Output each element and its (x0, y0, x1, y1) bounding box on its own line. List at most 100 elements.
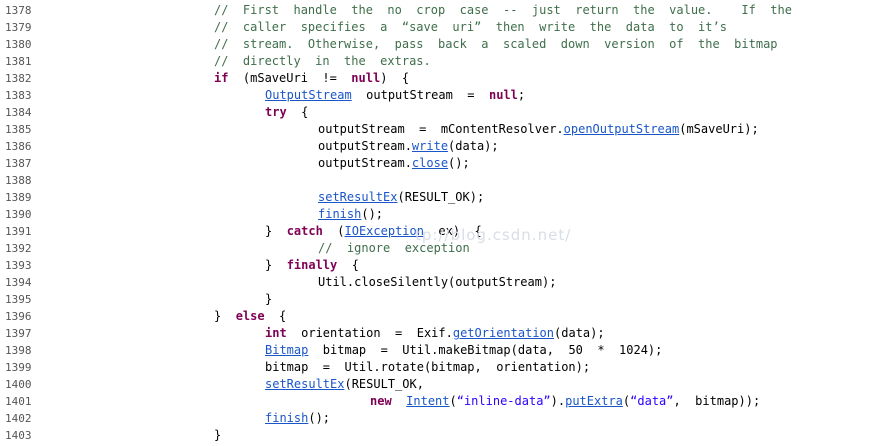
api-link[interactable]: finish (318, 207, 362, 221)
line-number: 1379 (5, 21, 32, 34)
line-number: 1385 (5, 123, 32, 136)
code-line: 1395} (0, 291, 893, 308)
code-line: 1389 setResultEx(RESULT_OK); (0, 189, 893, 206)
code-token: (); (308, 411, 331, 425)
line-number: 1388 (5, 174, 32, 187)
api-link[interactable]: write (411, 139, 449, 153)
api-link[interactable]: Bitmap (265, 343, 309, 357)
code-line: 1391} catch (IOException ex) { (0, 223, 893, 240)
code-token: ( (449, 394, 457, 408)
code-token: ; (517, 88, 526, 102)
line-number: 1391 (5, 225, 32, 238)
api-link[interactable]: OutputStream (265, 88, 352, 102)
api-link[interactable]: finish (265, 411, 309, 425)
code-token: ex) { (423, 224, 482, 238)
api-link[interactable]: getOrientation (452, 326, 555, 340)
api-link[interactable]: openOutputStream (563, 122, 680, 136)
line-number: 1403 (5, 429, 32, 442)
code-token: (); (448, 156, 470, 170)
code-line: 1390 finish(); (0, 206, 893, 223)
string-token: “data” (630, 394, 674, 408)
code-text: bitmap = Util.rotate(bitmap, orientation… (265, 359, 590, 376)
keyword-token: null (351, 71, 381, 85)
code-token: orientation = Exif. (286, 326, 453, 340)
api-link[interactable]: putExtra (565, 394, 623, 408)
code-token: , bitmap)); (673, 394, 761, 408)
api-link[interactable]: IOException (344, 224, 424, 238)
line-number: 1395 (5, 293, 32, 306)
line-number: 1382 (5, 72, 32, 85)
line-number: 1387 (5, 157, 32, 170)
code-line: 1396} else { (0, 308, 893, 325)
code-token: Util.closeSilently(outputStream); (318, 275, 557, 289)
code-line: 1380 // stream. Otherwise, pass back a sc… (0, 36, 893, 53)
code-text: if (mSaveUri != null) { (214, 70, 409, 87)
api-link[interactable]: setResultEx (318, 190, 398, 204)
code-text: Bitmap bitmap = Util.makeBitmap(data, 50… (265, 342, 662, 359)
code-line: 1392 // ignore exception (0, 240, 893, 257)
line-number: 1399 (5, 361, 32, 374)
code-text: outputStream = mContentResolver.openOutp… (318, 121, 759, 138)
keyword-token: catch (286, 224, 323, 238)
watermark: tp://blog.csdn.net/ (415, 226, 572, 244)
code-text: outputStream.write(data); (318, 138, 499, 155)
line-number: 1397 (5, 327, 32, 340)
line-number: 1383 (5, 89, 32, 102)
code-line: 1399 bitmap = Util.rotate(bitmap, orienta… (0, 359, 893, 376)
line-number: 1378 (5, 4, 32, 17)
keyword-token: finally (286, 258, 338, 272)
code-token: { (337, 258, 359, 272)
code-text: // stream. Otherwise, pass back a scaled… (214, 36, 778, 53)
code-token: ) { (380, 71, 410, 85)
line-number: 1390 (5, 208, 32, 221)
api-link[interactable]: Intent (406, 394, 450, 408)
code-token: outputStream = (351, 88, 489, 102)
line-number: 1381 (5, 55, 32, 68)
keyword-token: else (235, 309, 265, 323)
code-token: } (265, 258, 287, 272)
code-token: ( (622, 394, 631, 408)
code-line: 1385 outputStream = mContentResolver.open… (0, 121, 893, 138)
code-token: bitmap = Util.makeBitmap(data, 50 * 1024… (308, 343, 663, 357)
code-line: 1379 // caller specifies a “save uri” the… (0, 19, 893, 36)
code-line: 1403} (0, 427, 893, 444)
code-text: // ignore exception (318, 240, 470, 257)
line-number: 1384 (5, 106, 32, 119)
code-text: setResultEx(RESULT_OK, (265, 376, 424, 393)
line-number: 1389 (5, 191, 32, 204)
keyword-token: if (214, 71, 229, 85)
line-number: 1402 (5, 412, 32, 425)
code-text: // First handle the no crop case -- just… (214, 2, 792, 19)
code-text: // directly in the extras. (214, 53, 431, 70)
code-token: (data); (448, 139, 499, 153)
code-token: ( (322, 224, 345, 238)
code-text: // caller specifies a “save uri” then wr… (214, 19, 727, 36)
line-number: 1392 (5, 242, 32, 255)
code-token: (mSaveUri); (679, 122, 759, 136)
code-token: } (265, 292, 273, 306)
code-line: 1393} finally { (0, 257, 893, 274)
code-text: Util.closeSilently(outputStream); (318, 274, 556, 291)
line-number: 1380 (5, 38, 32, 51)
code-line: 1402 finish(); (0, 410, 893, 427)
code-text: } (214, 427, 221, 444)
code-line: 1381 // directly in the extras. (0, 53, 893, 70)
string-token: “inline-data” (456, 394, 551, 408)
code-token: (RESULT_OK, (344, 377, 424, 391)
code-line: 1378 // First handle the no crop case -- … (0, 2, 893, 19)
code-text: setResultEx(RESULT_OK); (318, 189, 484, 206)
comment-token: // ignore exception (318, 241, 470, 255)
code-text: finish(); (318, 206, 383, 223)
api-link[interactable]: setResultEx (265, 377, 345, 391)
code-text: } else { (214, 308, 286, 325)
api-link[interactable]: close (411, 156, 449, 170)
line-number: 1393 (5, 259, 32, 272)
